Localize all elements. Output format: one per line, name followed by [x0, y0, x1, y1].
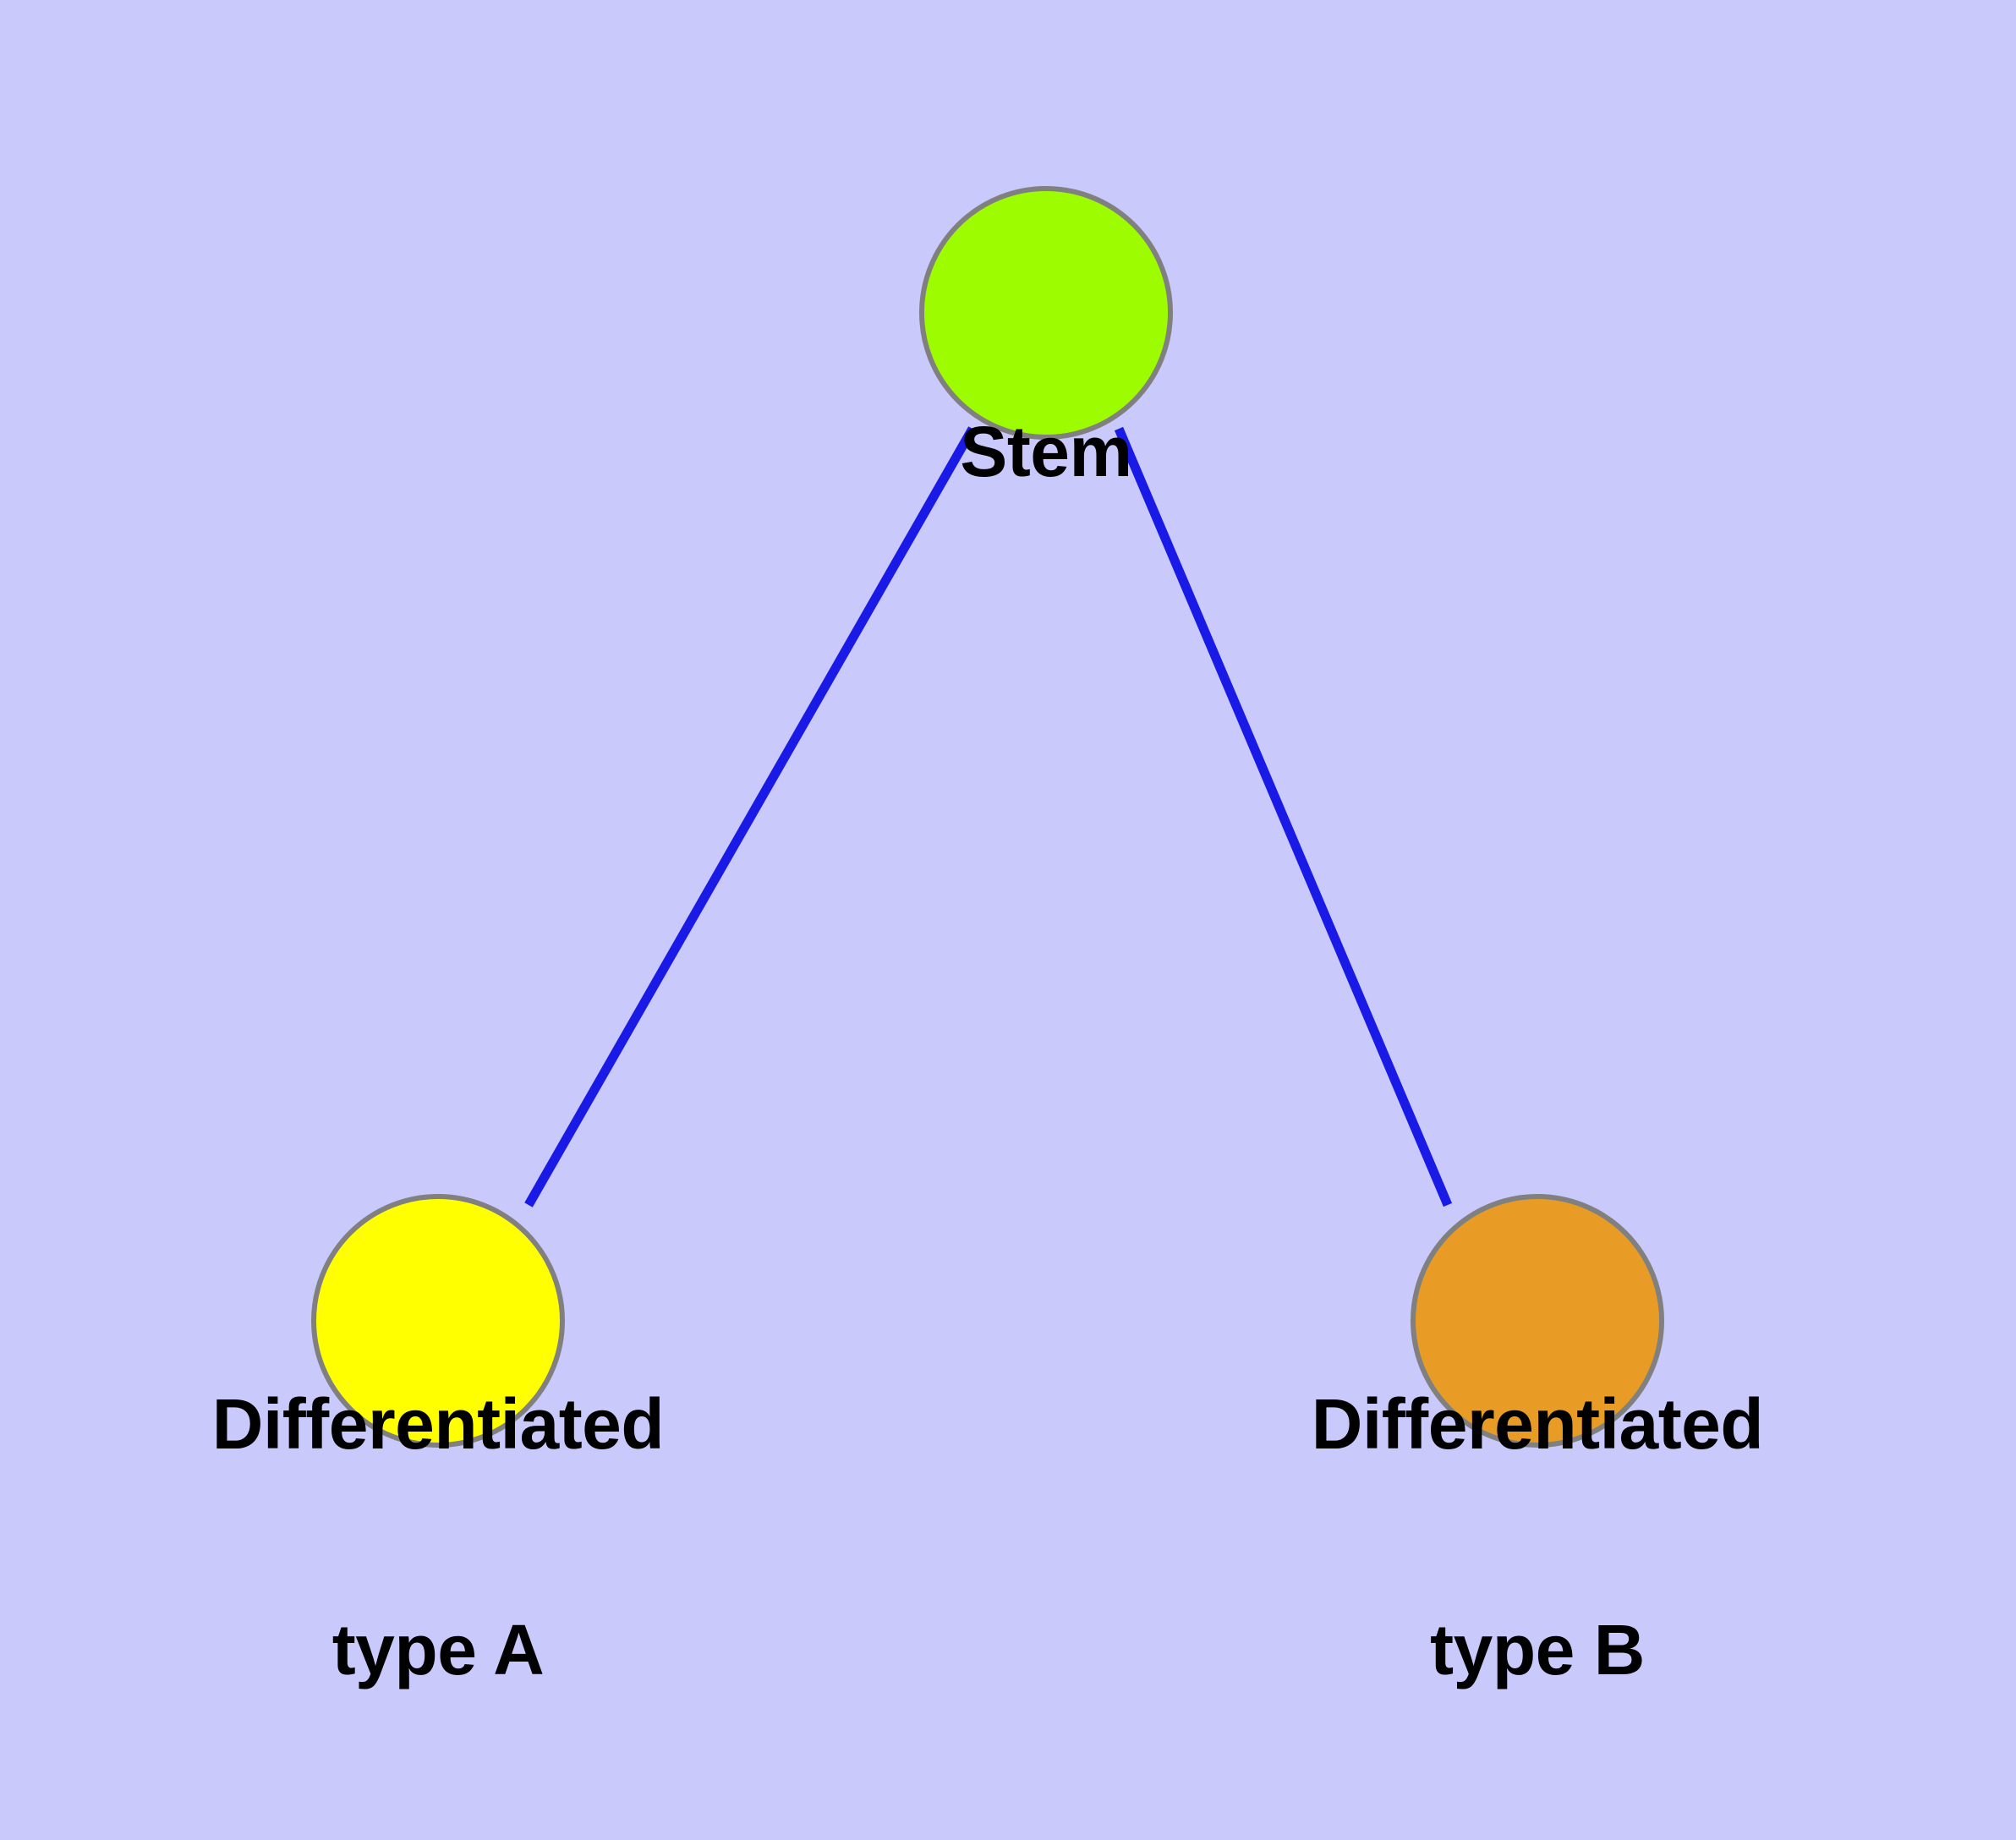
node-differentiated-type-a[interactable] [311, 1194, 565, 1448]
edge-stem-to-differentiated-type-b [1114, 426, 1453, 1208]
edge-stem-to-differentiated-type-a [524, 426, 977, 1208]
node-differentiated-type-b[interactable] [1411, 1194, 1664, 1448]
node-stem[interactable] [919, 186, 1173, 440]
